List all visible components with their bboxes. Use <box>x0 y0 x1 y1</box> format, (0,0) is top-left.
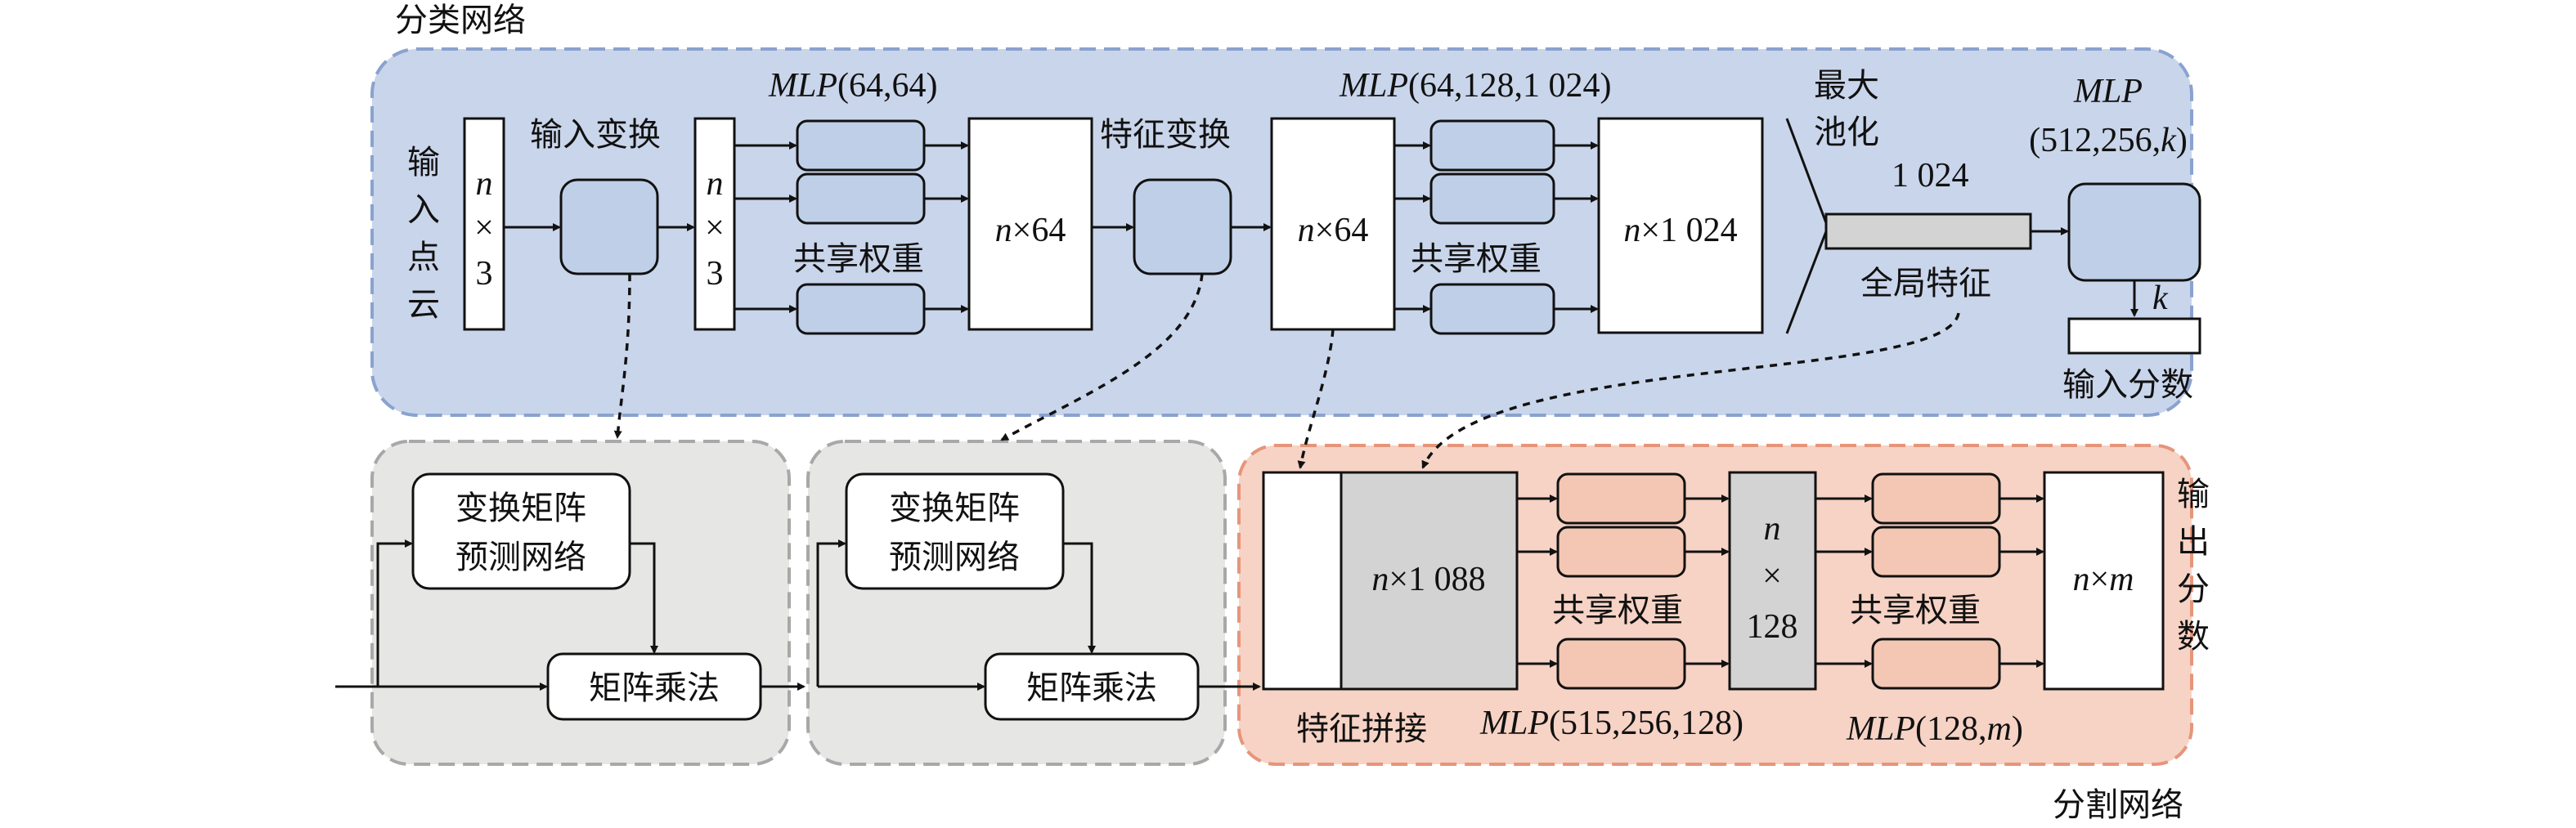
svg-text:n: n <box>476 165 493 203</box>
shared-mlp-2-unit-b <box>1429 172 1555 225</box>
feature-concat-label: 特征拼接 <box>1296 710 1427 748</box>
transformed-points-block <box>693 117 736 331</box>
shared-mlp-2-unit-c <box>1429 283 1555 335</box>
shared-weights-1-label: 共享权重 <box>793 240 924 278</box>
svg-text:云: 云 <box>407 286 440 324</box>
global-feature-dim: 1 024 <box>1892 157 1969 195</box>
svg-text:预测网络: 预测网络 <box>889 539 1020 576</box>
mlp-515-256-128-label: MLP(515,256,128) <box>1479 705 1744 742</box>
svg-text:MLP(128,m): MLP(128,m) <box>1846 710 2023 748</box>
svg-text:输: 输 <box>407 144 440 181</box>
segmentation-network-title: 分割网络 <box>2053 786 2183 824</box>
shared-mlp-2-unit-a <box>1429 119 1555 172</box>
input-transform-box <box>559 178 659 275</box>
svg-text:MLP(515,256,128): MLP(515,256,128) <box>1479 705 1744 742</box>
shared-mlp-3-unit-b <box>1556 526 1686 578</box>
shared-mlp-3-unit-a <box>1556 472 1686 525</box>
svg-text:矩阵乘法: 矩阵乘法 <box>589 669 720 707</box>
svg-text:分: 分 <box>2177 571 2210 608</box>
svg-text:3: 3 <box>476 255 493 293</box>
svg-text:n: n <box>707 165 724 203</box>
svg-text:输: 输 <box>2177 476 2210 513</box>
svg-text:变换矩阵: 变换矩阵 <box>889 490 1020 527</box>
svg-text:MLP: MLP <box>2073 73 2143 110</box>
concat-local-part <box>1262 471 1343 691</box>
shared-mlp-4-unit-c <box>1871 638 2001 690</box>
output-scores-label: 输 出 分 数 <box>2177 476 2210 656</box>
svg-text:点: 点 <box>407 239 440 276</box>
svg-text:入: 入 <box>407 191 440 229</box>
features-1024-block <box>1597 117 1764 334</box>
shared-mlp-4-unit-b <box>1871 526 2001 578</box>
classifier-mlp-box <box>2067 182 2201 282</box>
shared-mlp-4-unit-a <box>1871 472 2001 525</box>
svg-text:×: × <box>1762 557 1782 595</box>
shared-mlp-1-unit-a <box>796 119 926 172</box>
max-pool-label-1: 最大 <box>1814 67 1879 105</box>
feature-transform-box <box>1133 178 1232 275</box>
shared-weights-4-label: 共享权重 <box>1850 592 1981 629</box>
mlp-128-m-label: MLP(128,m) <box>1846 710 2023 748</box>
svg-text:×: × <box>705 209 725 247</box>
tnet-2-box <box>845 472 1065 590</box>
svg-text:n×m: n×m <box>2072 561 2134 598</box>
dash-features-64-to-concat <box>1297 329 1335 469</box>
svg-text:(512,256,k): (512,256,k) <box>2029 122 2188 159</box>
global-feature-bar <box>1824 213 2032 250</box>
shared-mlp-3-unit-c <box>1556 638 1686 690</box>
feature-transform-label: 特征变换 <box>1100 116 1231 154</box>
k-label: k <box>2152 280 2169 317</box>
svg-text:预测网络: 预测网络 <box>456 539 586 576</box>
shared-mlp-1-unit-b <box>796 172 926 225</box>
dash-global-feature-to-concat <box>1421 312 1960 469</box>
shared-weights-2-label: 共享权重 <box>1411 240 1542 278</box>
svg-text:128: 128 <box>1747 608 1798 646</box>
shared-weights-3-label: 共享权重 <box>1552 592 1683 629</box>
input-transform-label: 输入变换 <box>530 116 661 154</box>
dash-feature-transform-to-tnet <box>1000 273 1204 441</box>
seg-features-128-block <box>1728 471 1817 691</box>
svg-text:n×64: n×64 <box>995 212 1066 249</box>
svg-text:MLP(64,64): MLP(64,64) <box>768 67 937 105</box>
global-feature-label: 全局特征 <box>1860 265 1991 302</box>
mlp-512-256-k-label: MLP (512,256,k) <box>2029 73 2188 159</box>
input-points-block <box>463 117 505 331</box>
svg-text:n×1 024: n×1 024 <box>1623 212 1737 249</box>
svg-text:n×64: n×64 <box>1298 212 1369 249</box>
max-pool-label-2: 池化 <box>1814 114 1879 151</box>
input-scores-label: 输入分数 <box>2062 366 2193 404</box>
class-scores-bar <box>2067 317 2201 355</box>
svg-text:×: × <box>474 209 494 247</box>
tnet-1-box <box>411 472 631 590</box>
svg-text:变换矩阵: 变换矩阵 <box>456 490 586 527</box>
svg-text:数: 数 <box>2177 618 2210 656</box>
shared-mlp-1-unit-c <box>796 283 926 335</box>
mlp-64-64-label: MLP(64,64) <box>768 67 937 105</box>
svg-text:n: n <box>1764 510 1781 548</box>
output-scores-block <box>2043 471 2165 691</box>
features-64-block <box>967 117 1093 331</box>
svg-text:矩阵乘法: 矩阵乘法 <box>1026 669 1157 707</box>
svg-text:出: 出 <box>2177 523 2210 561</box>
svg-text:MLP(64,128,1 024): MLP(64,128,1 024) <box>1339 67 1611 105</box>
classification-network-title: 分类网络 <box>395 2 526 39</box>
svg-text:3: 3 <box>707 255 724 293</box>
concat-global-part <box>1340 471 1519 691</box>
input-point-cloud-label: 输 入 点 云 <box>407 144 440 324</box>
transformed-features-64-block <box>1270 117 1396 331</box>
mlp-64-128-1024-label: MLP(64,128,1 024) <box>1339 67 1611 105</box>
svg-text:n×1 088: n×1 088 <box>1371 561 1485 598</box>
